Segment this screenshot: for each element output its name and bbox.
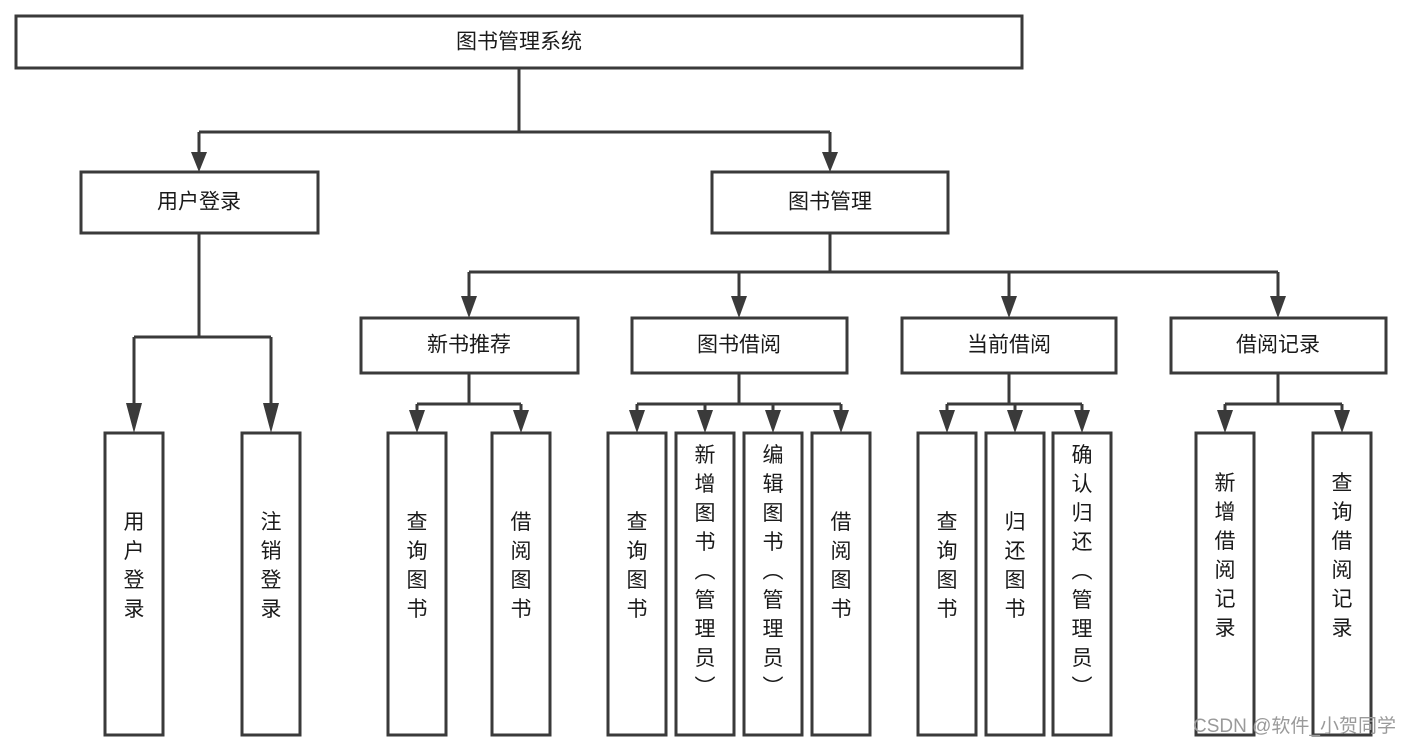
- node-root-label: 图书管理系统: [456, 31, 582, 54]
- node-leaf-user-login-label: 用户登录: [124, 511, 145, 621]
- node-current-borrow-label: 当前借阅: [967, 334, 1051, 357]
- node-new-book-rec-box[interactable]: [359, 316, 580, 375]
- arrow-head-borrow-record: [1270, 296, 1286, 318]
- arrow-head-leaf-user-login: [126, 403, 142, 433]
- node-leaf-query-record-box[interactable]: [1311, 431, 1373, 737]
- node-new-book-rec[interactable]: 新书推荐: [359, 316, 580, 375]
- node-leaf-add-record[interactable]: 新增借阅记录: [1194, 431, 1256, 737]
- node-leaf-query-book-1-box[interactable]: [386, 431, 448, 737]
- arrow-head-current-borrow: [1001, 296, 1017, 318]
- node-borrow-record-label: 借阅记录: [1236, 334, 1320, 357]
- node-leaf-confirm-return-box[interactable]: [1051, 431, 1113, 737]
- node-leaf-query-book-1-label: 查询图书: [407, 511, 428, 621]
- csdn-watermark: CSDN @软件_小贺同学: [1193, 715, 1396, 737]
- arrow-head-leaf-return-book: [1007, 410, 1023, 433]
- node-book-borrow-label: 图书借阅: [697, 334, 781, 357]
- node-current-borrow[interactable]: 当前借阅: [900, 316, 1118, 375]
- node-book-manage[interactable]: 图书管理: [710, 170, 950, 235]
- connector-layer: [126, 68, 1350, 433]
- node-root-box[interactable]: [14, 14, 1024, 70]
- node-leaf-logout-label: 注销登录: [261, 511, 282, 621]
- node-user-login-label: 用户登录: [157, 191, 241, 214]
- arrow-head-book-manage: [822, 152, 838, 172]
- arrow-head-leaf-confirm-return: [1074, 410, 1090, 433]
- node-new-book-rec-label: 新书推荐: [427, 334, 511, 357]
- node-leaf-confirm-return[interactable]: 确认归还︵管理员︶: [1051, 431, 1113, 737]
- node-leaf-user-login-box[interactable]: [103, 431, 165, 737]
- node-leaf-add-book[interactable]: 新增图书︵管理员︶: [674, 431, 736, 737]
- node-leaf-query-book-2[interactable]: 查询图书: [606, 431, 668, 737]
- arrow-head-new-book-rec: [461, 296, 477, 318]
- arrow-head-leaf-borrow-book-2: [833, 410, 849, 433]
- node-user-login-box[interactable]: [79, 170, 320, 235]
- node-leaf-user-login[interactable]: 用户登录: [103, 431, 165, 737]
- node-borrow-record[interactable]: 借阅记录: [1169, 316, 1388, 375]
- node-book-manage-box[interactable]: [710, 170, 950, 235]
- node-book-borrow[interactable]: 图书借阅: [630, 316, 849, 375]
- arrow-head-leaf-logout: [263, 403, 279, 433]
- node-leaf-add-record-label: 新增借阅记录: [1215, 472, 1236, 640]
- node-leaf-return-book[interactable]: 归还图书: [984, 431, 1046, 737]
- arrow-head-leaf-edit-book: [765, 410, 781, 433]
- arrow-head-leaf-query-book-3: [939, 410, 955, 433]
- arrow-head-book-borrow: [731, 296, 747, 318]
- arrow-head-leaf-query-book-2: [629, 410, 645, 433]
- arrow-head-leaf-query-book-1: [409, 410, 425, 433]
- node-root[interactable]: 图书管理系统: [14, 14, 1024, 70]
- node-leaf-confirm-return-label: 确认归还︵管理员︶: [1072, 444, 1093, 699]
- node-leaf-query-book-3-box[interactable]: [916, 431, 978, 737]
- node-borrow-record-box[interactable]: [1169, 316, 1388, 375]
- node-leaf-query-record[interactable]: 查询借阅记录: [1311, 431, 1373, 737]
- node-leaf-query-book-3[interactable]: 查询图书: [916, 431, 978, 737]
- node-current-borrow-box[interactable]: [900, 316, 1118, 375]
- arrow-head-leaf-add-record: [1217, 410, 1233, 433]
- node-leaf-add-book-box[interactable]: [674, 431, 736, 737]
- node-leaf-query-book-3-label: 查询图书: [937, 511, 958, 621]
- node-leaf-add-record-box[interactable]: [1194, 431, 1256, 737]
- node-leaf-query-book-2-label: 查询图书: [627, 511, 648, 621]
- node-leaf-return-book-box[interactable]: [984, 431, 1046, 737]
- node-leaf-borrow-book-2[interactable]: 借阅图书: [810, 431, 872, 737]
- node-leaf-query-book-1[interactable]: 查询图书: [386, 431, 448, 737]
- node-leaf-borrow-book-1[interactable]: 借阅图书: [490, 431, 552, 737]
- arrow-head-leaf-query-record: [1334, 410, 1350, 433]
- node-leaf-edit-book-box[interactable]: [742, 431, 804, 737]
- node-book-borrow-box[interactable]: [630, 316, 849, 375]
- node-book-manage-label: 图书管理: [788, 191, 872, 214]
- node-leaf-borrow-book-2-label: 借阅图书: [831, 511, 852, 621]
- node-leaf-return-book-label: 归还图书: [1005, 511, 1026, 621]
- node-leaf-add-book-label: 新增图书︵管理员︶: [695, 444, 716, 699]
- node-leaf-logout[interactable]: 注销登录: [240, 431, 302, 737]
- node-leaf-edit-book[interactable]: 编辑图书︵管理员︶: [742, 431, 804, 737]
- node-user-login[interactable]: 用户登录: [79, 170, 320, 235]
- node-leaf-logout-box[interactable]: [240, 431, 302, 737]
- node-leaf-borrow-book-1-box[interactable]: [490, 431, 552, 737]
- arrow-head-user-login: [191, 152, 207, 172]
- node-leaf-query-record-label: 查询借阅记录: [1332, 472, 1353, 640]
- node-leaf-borrow-book-1-label: 借阅图书: [511, 511, 532, 621]
- node-leaf-edit-book-label: 编辑图书︵管理员︶: [763, 444, 784, 699]
- node-leaf-query-book-2-box[interactable]: [606, 431, 668, 737]
- node-leaf-borrow-book-2-box[interactable]: [810, 431, 872, 737]
- arrow-head-leaf-add-book: [697, 410, 713, 433]
- arrow-head-leaf-borrow-book-1: [513, 410, 529, 433]
